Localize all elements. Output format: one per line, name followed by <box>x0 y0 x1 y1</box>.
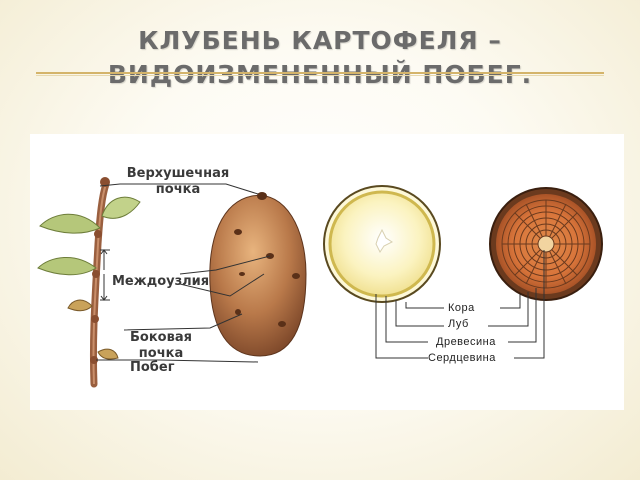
label-shoot: Побег <box>130 360 175 375</box>
label-pith: Сердцевина <box>428 352 496 364</box>
label-bast: Луб <box>448 318 469 330</box>
shoot-branch <box>37 177 141 388</box>
woody-stem-section-2 <box>489 187 603 301</box>
label-apical-bud: Верхушечная почка <box>126 166 230 197</box>
figure-panel: Верхушечная почка Междоузлия Боковая поч… <box>30 134 624 410</box>
title-divider <box>36 72 604 76</box>
slide-title: КЛУБЕНЬ КАРТОФЕЛЯ – ВИДОИЗМЕНЕННЫЙ ПОБЕГ… <box>107 26 533 89</box>
label-wood: Древесина <box>436 336 496 348</box>
potato-tuber <box>209 192 307 357</box>
internode-bracket <box>100 249 110 301</box>
leader-lines-right <box>375 250 545 359</box>
diagram-illustration <box>37 177 603 388</box>
label-lateral-bud: Боковая почка <box>130 330 192 361</box>
label-bark: Кора <box>448 302 475 314</box>
label-internode: Междоузлия <box>112 274 210 289</box>
leader-lines-left <box>96 183 271 363</box>
woody-stem-section-1 <box>323 185 441 303</box>
